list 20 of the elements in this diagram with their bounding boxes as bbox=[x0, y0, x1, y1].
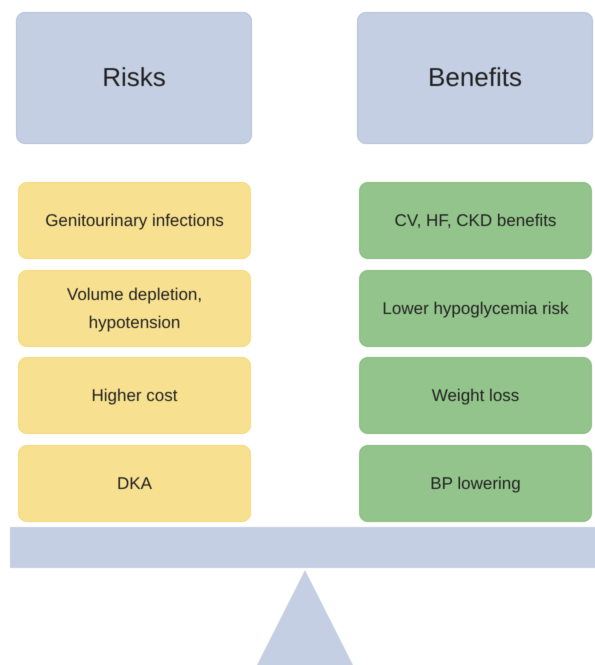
risk-box bbox=[18, 270, 251, 347]
benefit-box bbox=[359, 357, 592, 434]
item-label: CV, HF, CKD benefits bbox=[394, 210, 556, 232]
header-label: Benefits bbox=[428, 61, 522, 94]
item-label: Genitourinary infections bbox=[45, 210, 224, 232]
header-box bbox=[357, 12, 593, 144]
item-label: Higher cost bbox=[92, 384, 178, 407]
item-label: Weight loss bbox=[432, 384, 520, 407]
item-label: Volume depletion, hypotension bbox=[66, 284, 204, 334]
item-label: DKA bbox=[117, 472, 152, 495]
risk-box bbox=[18, 445, 251, 522]
item-label: BP lowering bbox=[430, 472, 521, 495]
header-box bbox=[16, 12, 252, 144]
item-label: Lower hypoglycemia risk bbox=[382, 298, 569, 320]
benefit-box bbox=[359, 182, 592, 259]
risk-box bbox=[18, 182, 251, 259]
header-label: Risks bbox=[102, 61, 166, 94]
benefit-box bbox=[359, 445, 592, 522]
risk-box bbox=[18, 357, 251, 434]
benefit-box bbox=[359, 270, 592, 347]
